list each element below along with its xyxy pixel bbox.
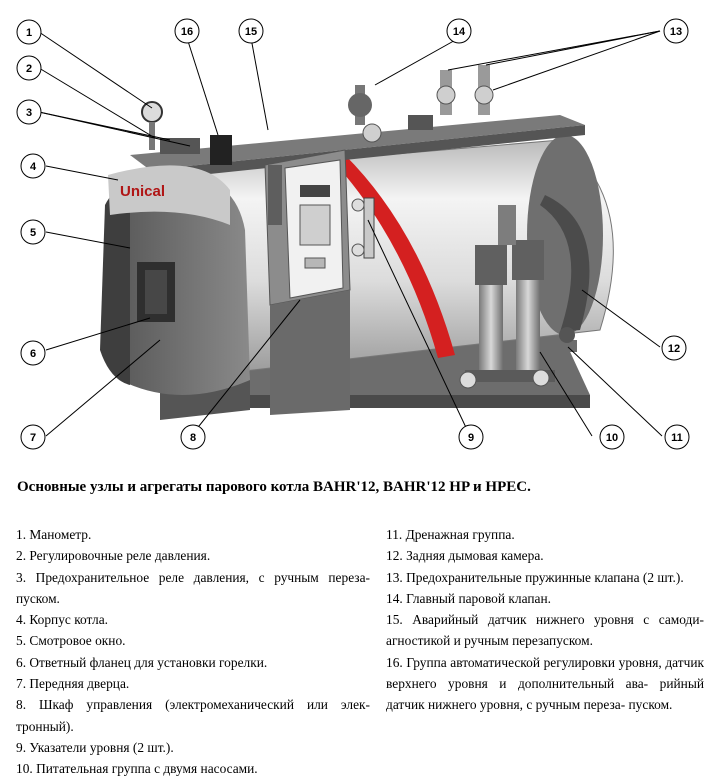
legend-item: 8. Шкаф управления (электромеханический …: [16, 697, 370, 734]
legend-item: 7. Передняя дверца.: [16, 676, 130, 692]
legend-item: 1. Манометр.: [16, 527, 92, 542]
callout-12: 12: [661, 335, 687, 361]
svg-text:8: 8: [190, 432, 196, 444]
callout-1: 1: [16, 19, 42, 45]
svg-text:2: 2: [26, 63, 32, 75]
legend-item: 12. Задняя дымовая камера.: [386, 548, 544, 564]
top-deck: [130, 115, 585, 180]
figure-caption: Основные узлы и агрегаты парового котла …: [17, 479, 531, 495]
svg-text:13: 13: [670, 26, 682, 38]
callout-14: 14: [446, 18, 472, 44]
legend-right: 11. Дренажная группа. 12. Задняя дымовая…: [386, 524, 704, 716]
legend-item: 16. Группа автоматической регулировки ур…: [386, 654, 704, 713]
legend-item: 2. Регулировочные реле давления.: [16, 548, 211, 564]
legend-item: 5. Смотровое окно.: [16, 633, 126, 649]
legend-item: 4. Корпус котла.: [16, 612, 109, 628]
svg-text:11: 11: [671, 432, 683, 444]
callout-5: 5: [20, 219, 46, 245]
legend-left: 1. Манометр. 2. Регулировочные реле давл…: [16, 524, 370, 780]
legend-item: 9. Указатели уровня (2 шт.).: [16, 739, 174, 755]
callout-2: 2: [16, 55, 42, 81]
callout-3: 3: [16, 99, 42, 125]
legend-item: 15. Аварийный датчик нижнего уровня с са…: [386, 612, 704, 649]
level-gauges: [351, 197, 375, 259]
red-band: [332, 155, 455, 358]
callout-10: 10: [599, 424, 625, 450]
svg-text:16: 16: [181, 26, 193, 38]
front-door: Unical: [100, 165, 250, 395]
legend-item: 6. Ответный фланец для установки горелки…: [16, 654, 268, 670]
svg-text:12: 12: [668, 343, 680, 355]
legend-item: 11. Дренажная группа.: [386, 527, 515, 542]
legend-item: 14. Главный паровой клапан.: [386, 590, 551, 606]
svg-text:7: 7: [30, 432, 36, 444]
callout-11: 11: [664, 424, 690, 450]
feed-pump-group: [459, 205, 577, 389]
brand-logo: Unical: [120, 183, 165, 200]
control-cabinet: [264, 149, 351, 415]
svg-text:15: 15: [245, 26, 257, 38]
callout-16: 16: [174, 18, 200, 44]
svg-text:10: 10: [606, 432, 618, 444]
callout-4: 4: [20, 153, 46, 179]
svg-text:1: 1: [26, 27, 32, 39]
legend-item: 13. Предохранительные пружинные клапана …: [386, 569, 684, 585]
legend-item: 10. Питательная группа с двумя насосами.: [16, 761, 258, 777]
leader-lines: [38, 30, 663, 437]
svg-text:4: 4: [30, 161, 37, 173]
callout-8: 8: [180, 424, 206, 450]
svg-text:3: 3: [26, 107, 32, 119]
legend-item: 3. Предохранительное реле давления, с ру…: [16, 569, 370, 606]
svg-text:6: 6: [30, 348, 36, 360]
callout-7: 7: [20, 424, 46, 450]
callout-15: 15: [238, 18, 264, 44]
callout-9: 9: [458, 424, 484, 450]
callouts: 1 2 3 4 5 6 7 8 9 10 11 12 13 14 15 16: [16, 18, 690, 450]
svg-text:9: 9: [468, 432, 474, 444]
svg-text:5: 5: [30, 227, 36, 239]
callout-13: 13: [663, 18, 689, 44]
boiler-diagram: Unical: [16, 18, 690, 450]
svg-text:14: 14: [453, 26, 466, 38]
callout-6: 6: [20, 340, 46, 366]
